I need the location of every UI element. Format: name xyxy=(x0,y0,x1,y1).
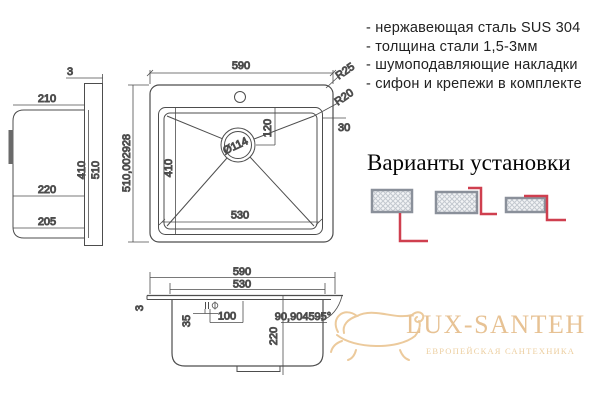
feature-item: - шумоподавляющие накладки xyxy=(366,57,578,73)
feature-list: - нержавеющая сталь SUS 304 - толщина ст… xyxy=(366,19,582,93)
dim-top-drain-offset: 120 xyxy=(262,119,274,137)
feature-item: - сифон и крепежи в комплекте xyxy=(366,75,582,92)
brand-tagline: ЕВРОПЕЙСКАЯ САНТЕХНИКА xyxy=(426,346,576,356)
dim-top-overall-width: 590 xyxy=(232,60,250,72)
install-option-flushmount xyxy=(504,194,566,222)
dim-bottom-rim-thickness: 3 xyxy=(134,305,146,311)
countertop-section xyxy=(434,190,479,215)
dim-bottom-wall-angle: 90,904595° xyxy=(275,311,331,323)
sink-profile-line xyxy=(524,194,566,222)
sink-profile-line xyxy=(468,186,497,216)
dim-bottom-overall-width: 590 xyxy=(233,266,251,278)
dim-bottom-faucet-height: 35 xyxy=(181,315,193,327)
dim-top-overall-height: 510,002928 xyxy=(121,134,133,192)
countertop-section xyxy=(370,188,414,214)
bathtub-flourish-icon xyxy=(330,311,425,361)
dim-side-rim-thickness: 3 xyxy=(67,66,73,78)
dim-top-outer-radius: R25 xyxy=(334,61,357,82)
dim-side-bottom-depth: 205 xyxy=(38,216,56,228)
bottom-view: 590 530 3 35 100 220 90,904595° xyxy=(134,266,343,375)
dim-top-bowl-height: 410 xyxy=(163,159,175,177)
dim-bottom-bowl-depth: 220 xyxy=(268,327,280,345)
install-option-undermount xyxy=(370,188,428,243)
dim-bottom-faucet-offset: 100 xyxy=(218,311,236,323)
feature-item: - нержавеющая сталь SUS 304 xyxy=(366,20,581,36)
install-option-topmount xyxy=(434,186,497,216)
dim-bottom-bowl-width: 530 xyxy=(233,279,251,291)
feature-item: - толщина стали 1,5-3мм xyxy=(366,38,538,55)
dim-top-rim-width: 30 xyxy=(338,122,350,134)
dim-side-top-depth: 210 xyxy=(38,93,56,105)
dim-top-bowl-width: 530 xyxy=(231,210,249,222)
installation-options-title: Варианты установки xyxy=(367,150,571,175)
countertop-section xyxy=(504,196,547,214)
dim-side-overall-height: 510 xyxy=(90,161,102,179)
dim-top-inner-radius: R20 xyxy=(333,87,356,108)
dim-side-bowl-height: 410 xyxy=(76,161,88,179)
side-view: 3 210 220 205 410 510 xyxy=(8,66,103,246)
sink-profile-line xyxy=(398,213,428,243)
dim-side-mid-depth: 220 xyxy=(38,184,56,196)
brand-logo-text: LUX-SANTEH xyxy=(406,310,586,339)
top-view: 590 510,002928 410 120 530 Ø114 R25 R20 … xyxy=(121,60,357,243)
